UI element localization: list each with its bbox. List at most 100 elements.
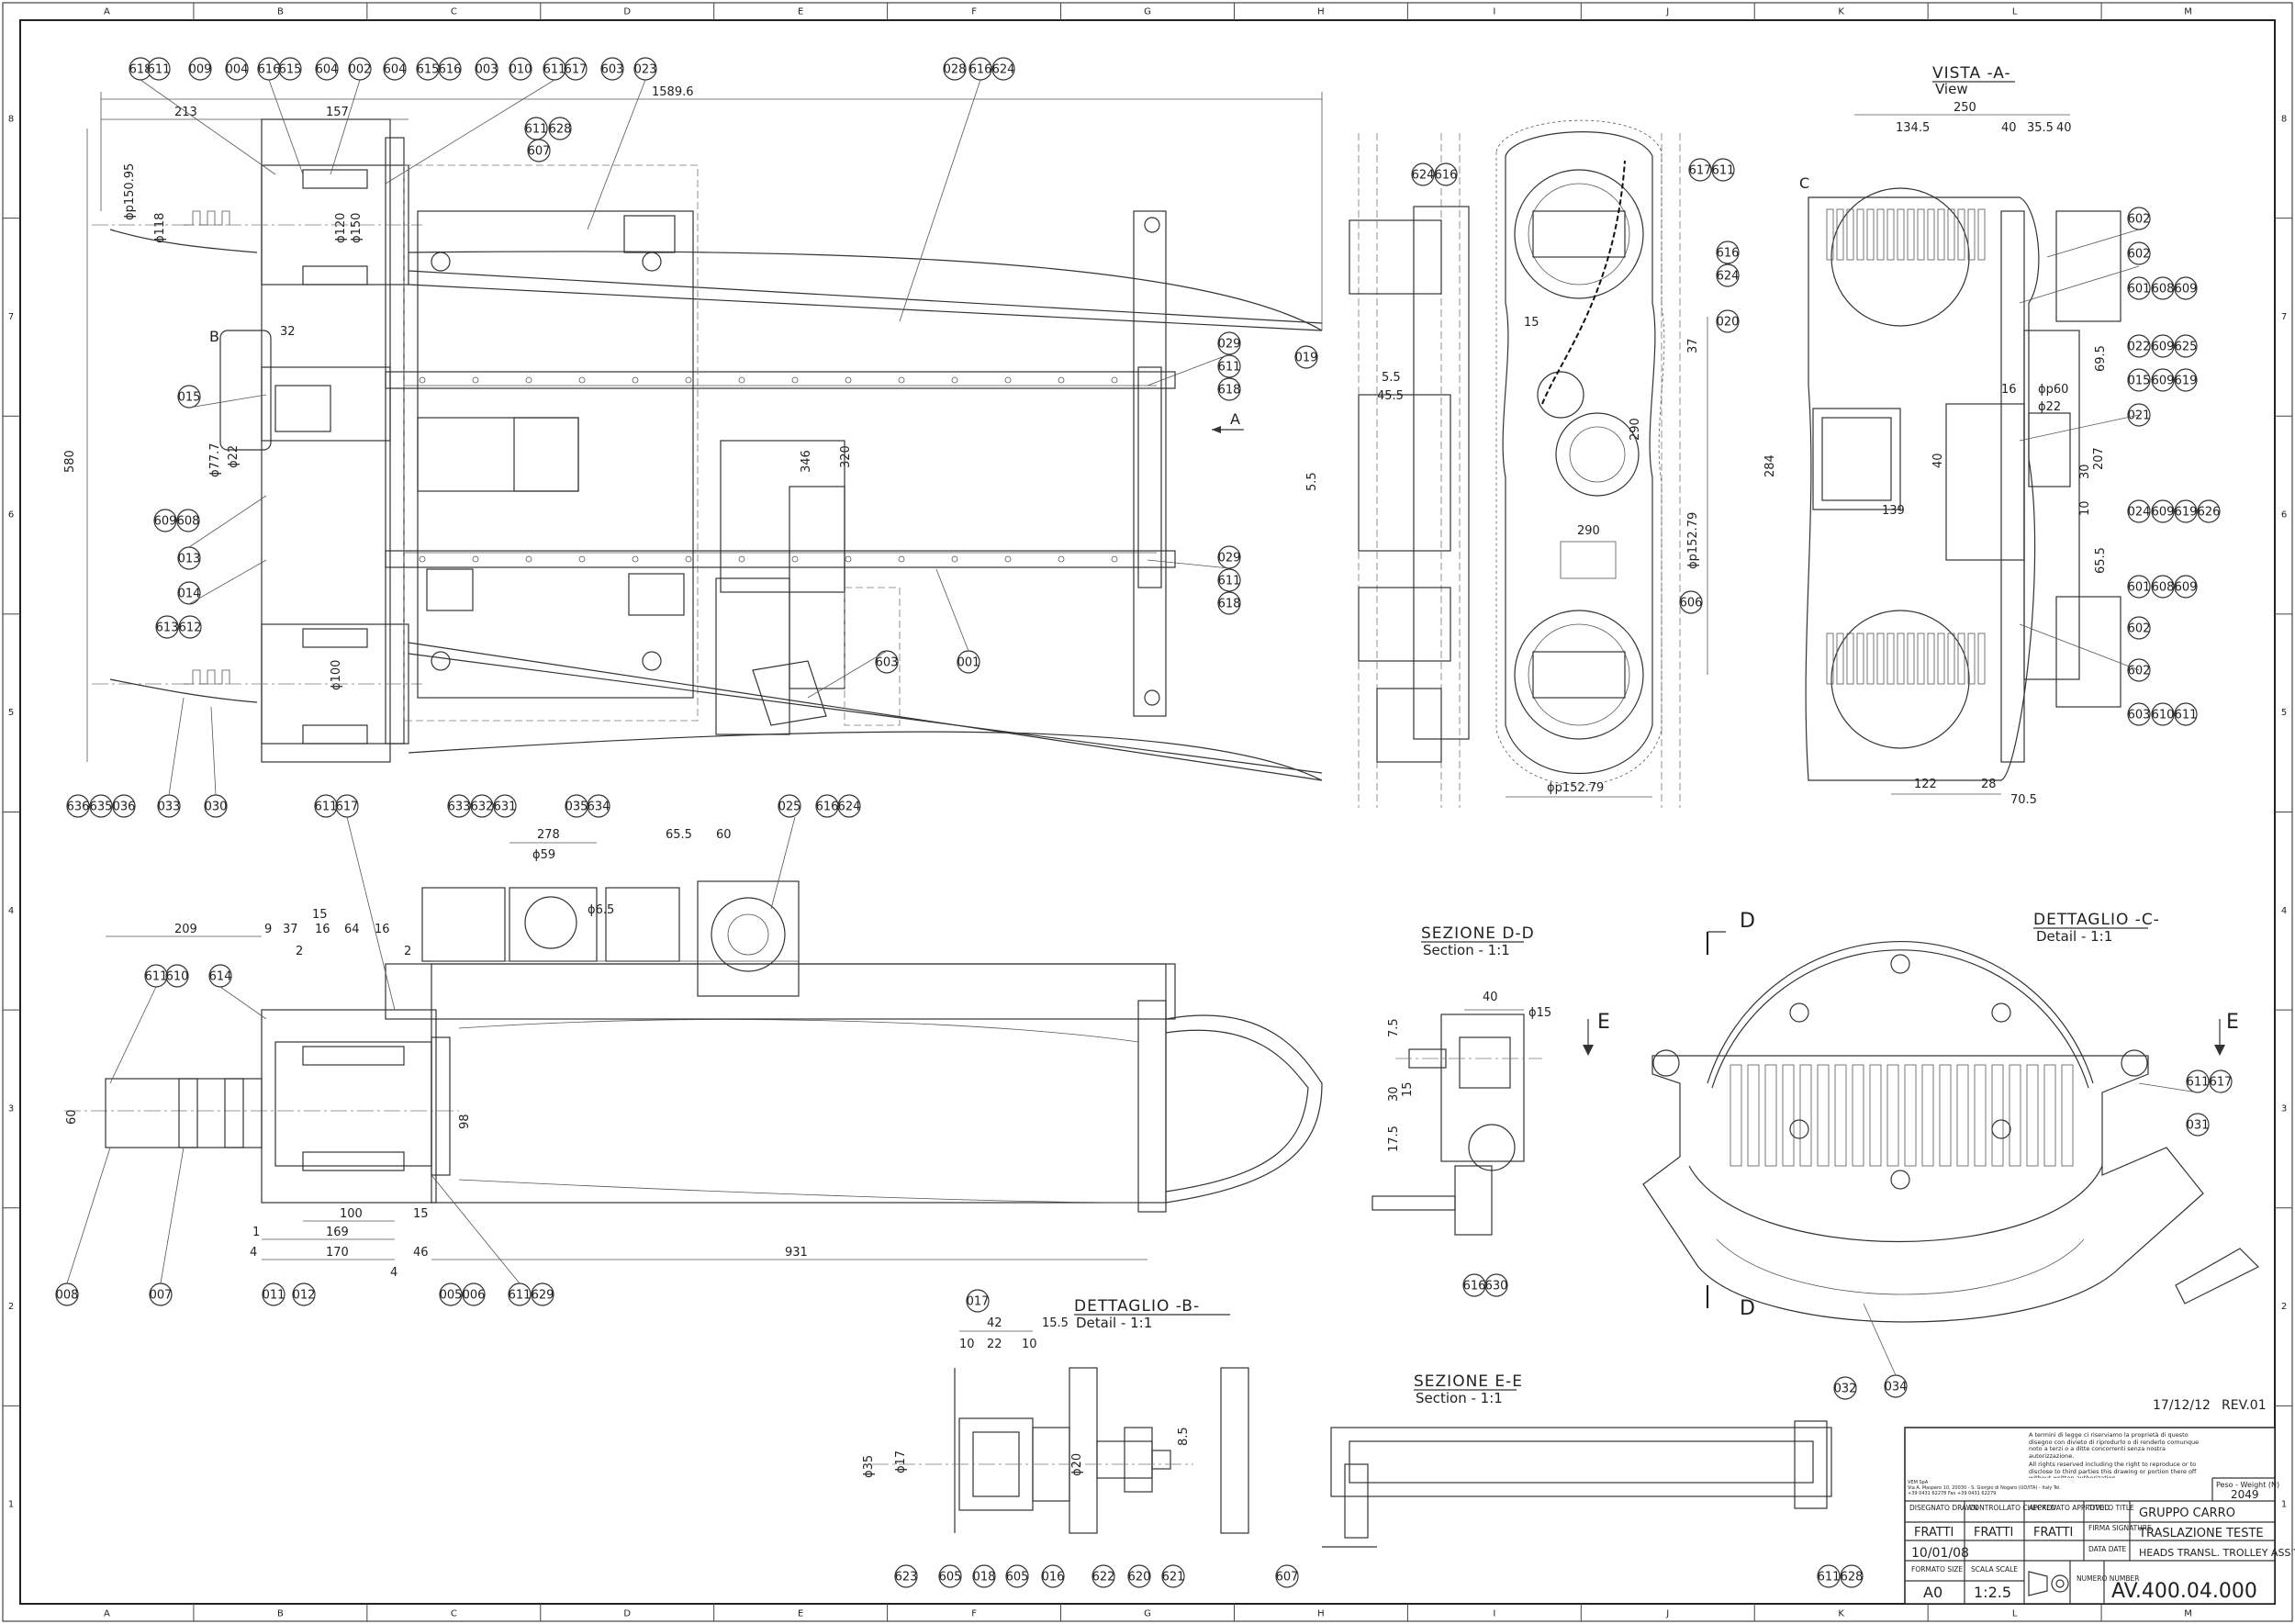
svg-text:611: 611 (2187, 1076, 2210, 1090)
balloon-024: 024 (2127, 499, 2151, 523)
balloon-005: 005 (439, 1282, 463, 1306)
dim-16a: 16 (315, 923, 330, 936)
dim-30: 30 (2078, 464, 2092, 479)
balloon-020: 020 (1716, 309, 1740, 333)
grid-row-1-left: 1 (8, 1500, 14, 1510)
dim-150: ϕ150 (350, 213, 364, 243)
balloon-629: 629 (531, 1282, 554, 1306)
balloon-012: 012 (292, 1282, 316, 1306)
svg-text:601: 601 (2128, 283, 2151, 297)
company-address: Via A. Maspero 10, 20030 - S. Giorgio di… (1908, 1485, 2062, 1496)
balloon-605: 605 (938, 1564, 962, 1588)
balloon-015: 015 (2127, 368, 2151, 392)
balloon-630: 630 (1484, 1273, 1508, 1297)
grid-col-F-bottom: F (971, 1609, 977, 1619)
balloon-019: 019 (1294, 345, 1318, 369)
balloon-609: 609 (153, 509, 177, 532)
belt-view: 37 ϕp152.79 290 290 15 5.5 45.5 ϕp152.79 (1349, 119, 1708, 808)
grid-col-B-top: B (277, 7, 284, 17)
grid-col-L-bottom: L (2012, 1609, 2018, 1619)
svg-text:602: 602 (2128, 665, 2151, 678)
svg-text:624: 624 (992, 63, 1015, 77)
svg-text:609: 609 (2152, 375, 2175, 388)
dim-30-dd: 30 (1387, 1086, 1401, 1102)
svg-text:624: 624 (838, 801, 861, 814)
svg-text:029: 029 (1218, 552, 1241, 566)
dim-9: 9 (264, 923, 272, 936)
balloon-602: 602 (2127, 616, 2151, 640)
svg-text:623: 623 (895, 1571, 918, 1585)
svg-text:624: 624 (1717, 270, 1740, 284)
svg-text:616: 616 (1717, 247, 1740, 261)
grid-col-B-bottom: B (277, 1609, 284, 1619)
svg-text:635: 635 (90, 801, 113, 814)
svg-text:615: 615 (417, 63, 440, 77)
balloon-604: 604 (383, 57, 407, 81)
svg-text:609: 609 (2175, 581, 2198, 595)
grid-col-M-top: M (2184, 7, 2192, 17)
svg-text:034: 034 (1885, 1381, 1908, 1394)
dim-belt-15: 15 (1524, 316, 1539, 330)
svg-text:628: 628 (549, 123, 572, 137)
balloon-608: 608 (2151, 575, 2175, 599)
format-label: FORMATO SIZE (1911, 1565, 1963, 1574)
svg-text:003: 003 (476, 63, 498, 77)
dim-4b: 4 (390, 1266, 397, 1280)
balloon-022: 022 (2127, 334, 2151, 358)
svg-text:014: 014 (178, 588, 201, 601)
dim-320: 320 (839, 445, 853, 468)
section-marker-d-bottom: D (1740, 1297, 1755, 1320)
dim-65-5: 65.5 (2094, 547, 2108, 574)
balloon-004: 004 (225, 57, 249, 81)
svg-text:015: 015 (178, 391, 201, 405)
view-marker-c: C (1799, 174, 1809, 192)
svg-text:608: 608 (2152, 581, 2175, 595)
balloon-025: 025 (778, 794, 801, 818)
detail-b-view: DETTAGLIO -B- Detail - 1:1 42 15.5 10 22… (862, 1297, 1249, 1534)
dim-46: 46 (413, 1246, 429, 1260)
title-block: A termini di legge ci riserviamo la prop… (1904, 1427, 2295, 1605)
grid-col-G-bottom: G (1144, 1609, 1151, 1619)
balloon-623: 623 (894, 1564, 918, 1588)
dim-p150: ϕp150.95 (123, 163, 137, 220)
grid-col-D-top: D (623, 7, 631, 17)
svg-text:634: 634 (588, 801, 610, 814)
checked-label: CONTROLLATO CHECKED (1969, 1504, 2056, 1512)
balloon-033: 033 (157, 794, 181, 818)
drawing-date: 10/01/08 (1911, 1546, 1969, 1561)
balloon-611: 611 (2174, 702, 2198, 726)
grid-col-K-bottom: K (1838, 1609, 1844, 1619)
copyright-en: All rights reserved including the right … (2029, 1461, 2197, 1478)
dim-belt-p152: ϕp152.79 (1547, 781, 1604, 795)
dim-22: 22 (987, 1338, 1002, 1351)
balloon-616: 616 (1716, 241, 1740, 264)
dim-28: 28 (1981, 778, 1997, 791)
dim-250: 250 (1954, 101, 1976, 115)
balloon-011: 011 (262, 1282, 285, 1306)
date-label: DATA DATE (2088, 1545, 2126, 1553)
svg-text:616: 616 (816, 801, 839, 814)
section-ee-view: SEZIONE E-E Section - 1:1 (1322, 1372, 1832, 1548)
dim-belt-85: 290 (1629, 418, 1642, 441)
dim-20: ϕ20 (1070, 1453, 1084, 1476)
svg-text:033: 033 (158, 801, 181, 814)
svg-text:617: 617 (336, 801, 359, 814)
svg-text:617: 617 (2210, 1076, 2233, 1090)
dim-10: 10 (2078, 500, 2092, 516)
balloon-617: 617 (335, 794, 359, 818)
balloon-018: 018 (972, 1564, 996, 1588)
dim-35: ϕ35 (862, 1455, 876, 1478)
svg-text:611: 611 (509, 1289, 532, 1303)
balloon-628: 628 (548, 117, 572, 140)
dim-8-5: 8.5 (1177, 1427, 1191, 1446)
balloon-602: 602 (2127, 207, 2151, 230)
balloon-610: 610 (2151, 702, 2175, 726)
vista-a-subtitle: View (1935, 81, 1968, 97)
dim-belt-45-5: 45.5 (1377, 389, 1404, 403)
balloon-617: 617 (1688, 158, 1712, 182)
balloon-602: 602 (2127, 241, 2151, 265)
balloon-010: 010 (509, 57, 532, 81)
detail-c-title: DETTAGLIO -C- (2033, 911, 2160, 929)
svg-text:602: 602 (2128, 213, 2151, 227)
